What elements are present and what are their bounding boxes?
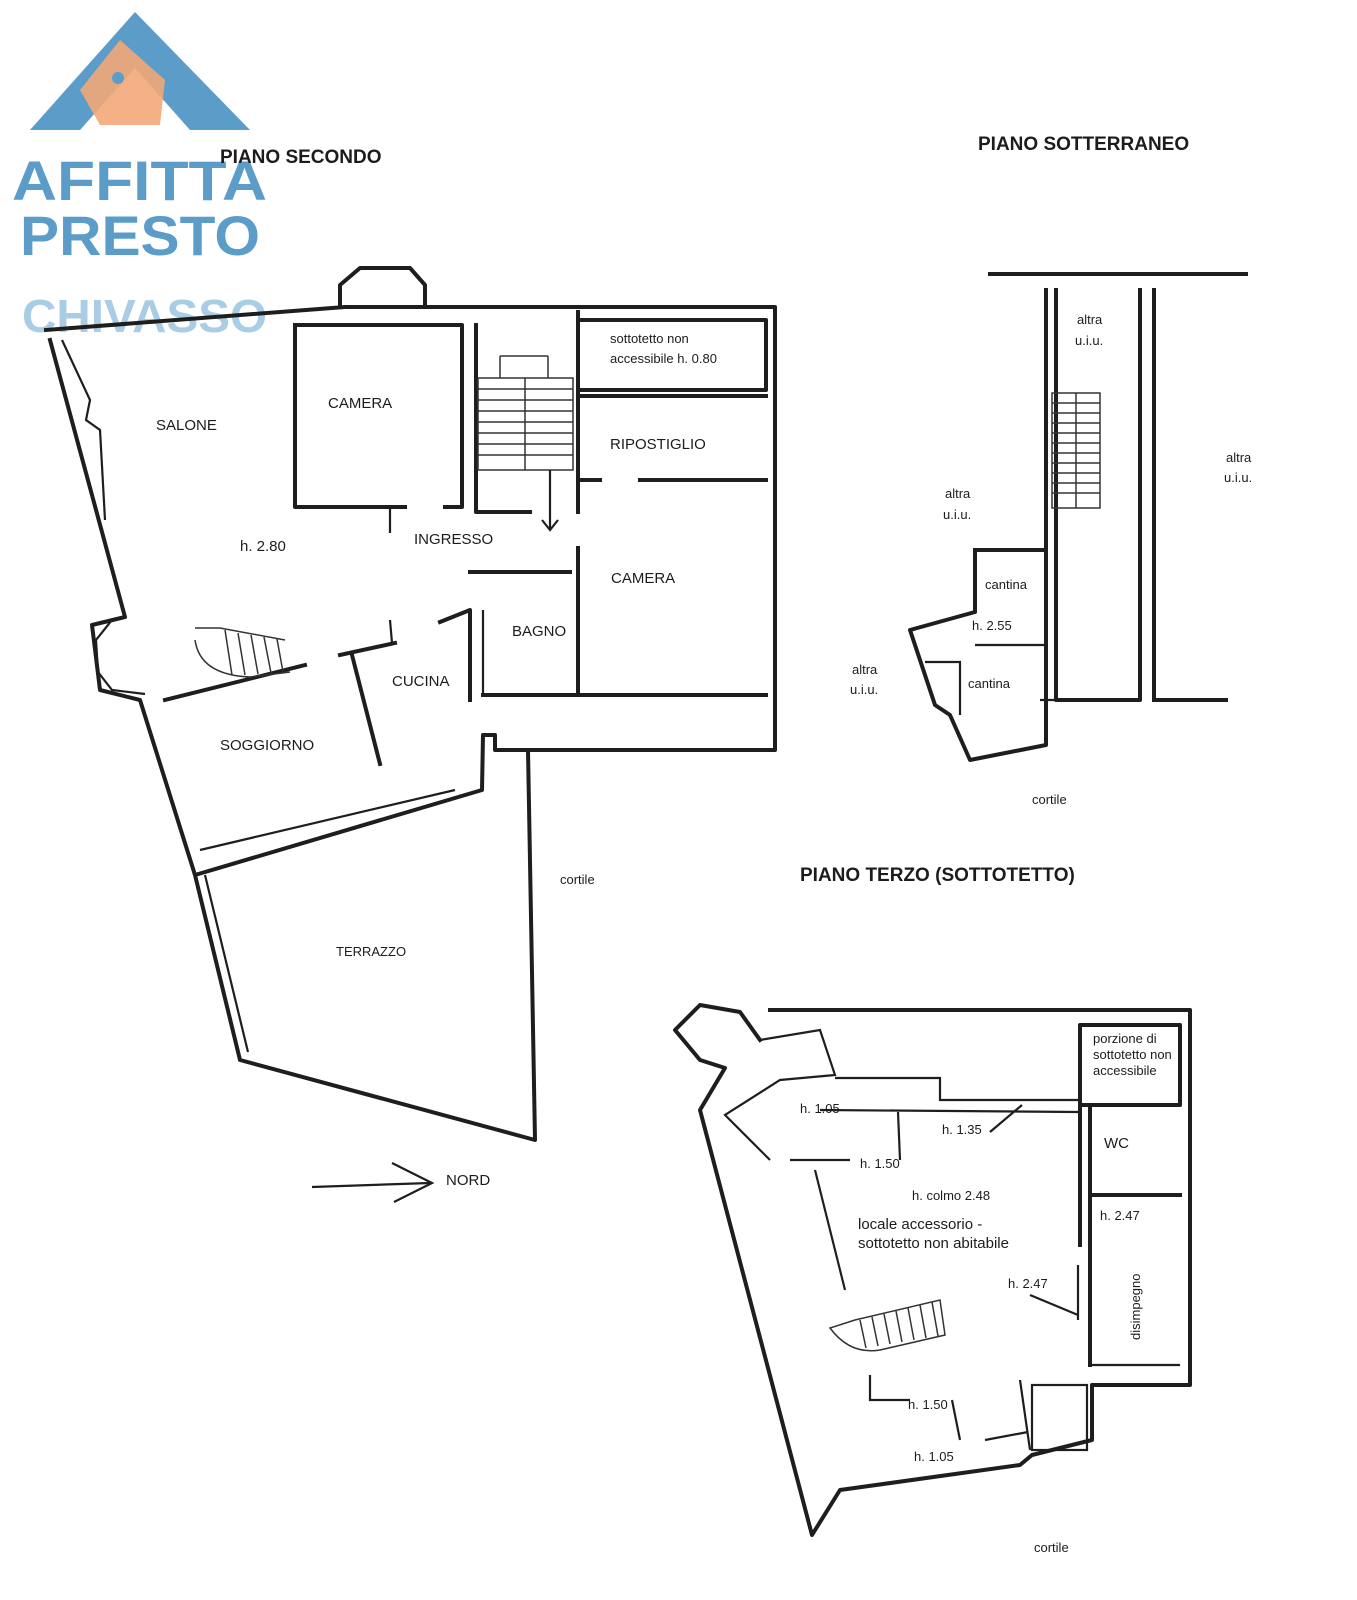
label-cucina: CUCINA [392,673,450,690]
label-soggiorno: SOGGIORNO [220,737,314,754]
label-sottotetto-1: sottotetto non [610,331,689,346]
label-camera-1: CAMERA [328,395,392,412]
label-porzione-1: porzione di [1093,1031,1157,1046]
label-h-150-a: h. 1.50 [860,1156,900,1171]
title-second-floor: PIANO SECONDO [220,147,382,168]
title-underground: PIANO SOTTERRANEO [978,134,1189,155]
logo-line2: PRESTO [20,204,260,267]
label-locale-2: sottotetto non abitabile [858,1235,1009,1252]
label-salone: SALONE [156,417,217,434]
label-altra-4a: altra [852,662,878,677]
label-terrazzo: TERRAZZO [336,944,406,959]
label-ingresso: INGRESSO [414,531,493,548]
label-nord: NORD [446,1172,490,1189]
label-h-150-b: h. 1.50 [908,1397,948,1412]
label-altra-2b: u.i.u. [1224,470,1252,485]
logo: AFFITTA PRESTO CHIVASSO [12,12,267,342]
north-arrow-icon [311,1162,435,1203]
underground-plan [908,272,1248,762]
label-bagno: BAGNO [512,623,566,640]
label-height-280: h. 2.80 [240,538,286,555]
label-h-135: h. 1.35 [942,1122,982,1137]
label-altra-3b: u.i.u. [943,507,971,522]
logo-pin-icon [80,40,165,125]
label-cantina-1: cantina [985,577,1028,592]
label-sottotetto-2: accessibile h. 0.80 [610,351,717,366]
label-disimpegno: disimpegno [1128,1274,1143,1341]
title-third-floor: PIANO TERZO (SOTTOTETTO) [800,865,1075,886]
label-cantina-2: cantina [968,676,1011,691]
label-h-105-a: h. 1.05 [800,1101,840,1116]
label-altra-4b: u.i.u. [850,682,878,697]
label-camera-2: CAMERA [611,570,675,587]
label-porzione-2: sottotetto non [1093,1047,1172,1062]
label-cortile-2nd: cortile [560,872,595,887]
label-cortile-third: cortile [1034,1540,1069,1555]
label-cortile-underground: cortile [1032,792,1067,807]
label-h-247-a: h. 2.47 [1100,1208,1140,1223]
label-altra-1b: u.i.u. [1075,333,1103,348]
logo-line1: AFFITTA [12,149,267,212]
label-ripostiglio: RIPOSTIGLIO [610,436,706,453]
label-h-247-b: h. 2.47 [1008,1276,1048,1291]
label-wc: WC [1104,1135,1129,1152]
label-altra-2a: altra [1226,450,1252,465]
third-floor-plan [673,1003,1192,1537]
label-altra-3a: altra [945,486,971,501]
label-h-colmo: h. colmo 2.48 [912,1188,990,1203]
label-porzione-3: accessibile [1093,1063,1157,1078]
label-altra-1a: altra [1077,312,1103,327]
logo-pin-dot-icon [112,72,124,84]
label-locale-1: locale accessorio - [858,1216,982,1233]
second-floor-plan [43,266,777,1203]
label-height-255: h. 2.55 [972,618,1012,633]
label-h-105-b: h. 1.05 [914,1449,954,1464]
